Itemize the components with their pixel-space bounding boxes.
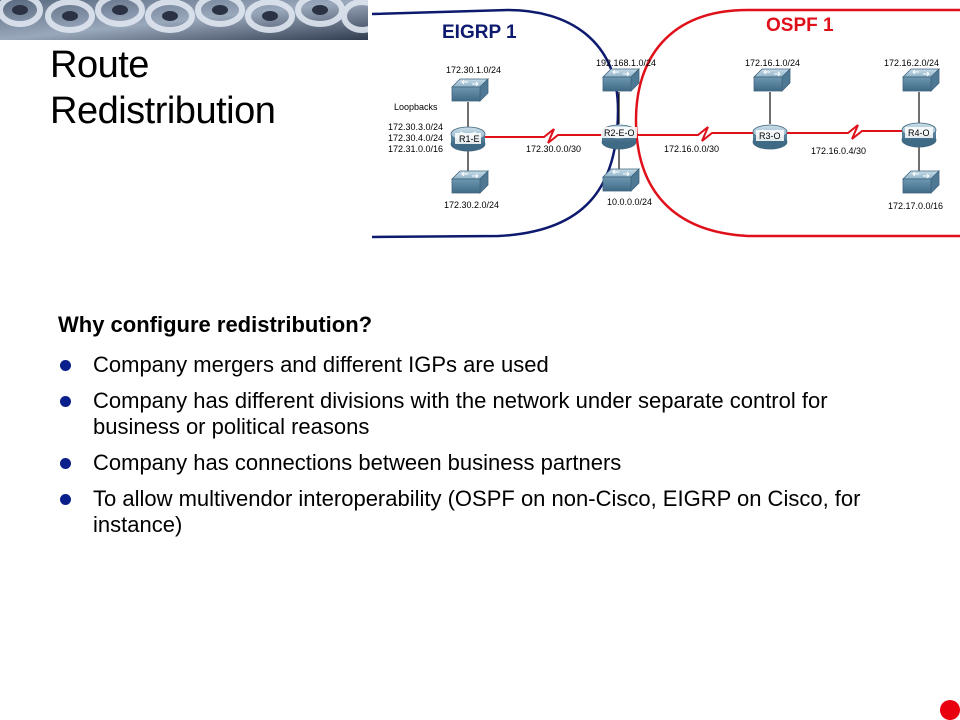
switch-r4-bottom [902,170,940,194]
network-label-r2-bottom: 10.0.0.0/24 [607,197,652,207]
loopback-item: 172.30.3.0/24 [388,122,443,132]
switch-r1-bottom [451,170,489,194]
link-label-r2-r3: 172.16.0.0/30 [664,144,719,154]
header-photo [0,0,368,40]
eigrp-domain-label: EIGRP 1 [442,22,517,43]
bullet-dot-icon [60,360,71,371]
network-label-r1-top: 172.30.1.0/24 [446,65,501,75]
switch-r2-top [602,68,640,92]
corner-red-dot-icon [940,700,960,720]
eigrp-domain-boundary [371,8,620,239]
router-r4-label: R4-O [908,128,930,138]
bullet-text: To allow multivendor interoperability (O… [93,486,861,537]
switch-r1-top [451,78,489,102]
network-label-r4-top: 172.16.2.0/24 [884,58,939,68]
serial-link-r3-r4 [786,124,902,140]
router-r3-label: R3-O [759,131,781,141]
bullet-list: Company mergers and different IGPs are u… [58,352,918,538]
bullet-dot-icon [60,458,71,469]
router-r1-label: R1-E [459,134,480,144]
serial-link-r2-r3 [636,126,754,142]
ospf-domain-boundary [634,8,960,238]
header-photo-image [0,0,368,40]
slide-title-line-1: Route [50,44,149,86]
ospf-domain-label: OSPF 1 [766,15,834,36]
switch-r3-top [753,68,791,92]
serial-link-r1-r2 [484,128,602,144]
loopback-item: 172.30.4.0/24 [388,133,443,143]
slide-title-line-2: Redistribution [50,90,276,132]
network-label-r3-top: 172.16.1.0/24 [745,58,800,68]
slide-title: Route Redistribution [50,42,276,134]
question-heading: Why configure redistribution? [58,312,373,337]
link-label-r1-r2: 172.30.0.0/30 [526,144,581,154]
network-label-r4-bottom: 172.17.0.0/16 [888,201,943,211]
bullet-item: Company has connections between business… [58,450,918,476]
bullet-item: Company has different divisions with the… [58,388,918,440]
bullet-item: Company mergers and different IGPs are u… [58,352,918,378]
loopbacks-title: Loopbacks [394,102,438,112]
loopback-item: 172.31.0.0/16 [388,144,443,154]
network-diagram: EIGRP 1 OSPF 1 R1-E R2-E-O R3-O R4-O [371,8,960,239]
bullet-text: Company mergers and different IGPs are u… [93,352,549,377]
router-r2-label: R2-E-O [604,128,635,138]
bullet-dot-icon [60,494,71,505]
switch-r2-bottom [602,168,640,192]
bullet-dot-icon [60,396,71,407]
slide-content: Why configure redistribution? Company me… [58,312,918,548]
bullet-text: Company has different divisions with the… [93,388,828,439]
bullet-text: Company has connections between business… [93,450,622,475]
network-label-r2-top: 192.168.1.0/24 [596,58,656,68]
network-label-r1-bottom: 172.30.2.0/24 [444,200,499,210]
link-label-r3-r4: 172.16.0.4/30 [811,146,866,156]
switch-r4-top [902,68,940,92]
bullet-item: To allow multivendor interoperability (O… [58,486,918,538]
